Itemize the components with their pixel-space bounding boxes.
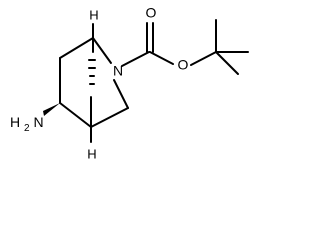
bond-bridgehead-top-n bbox=[92, 37, 112, 64]
hash-bond-lines bbox=[88, 59, 96, 85]
amine-subscript: 2 bbox=[24, 123, 30, 134]
h-top-label: H bbox=[89, 7, 98, 22]
bond-ch2-bridgehead-bottom bbox=[90, 107, 129, 128]
bond-carbonyl-ester-o bbox=[149, 51, 174, 65]
chemical-structure: H N O O H 2 N H bbox=[10, 5, 249, 162]
bond-ester-o-tbutyl bbox=[190, 51, 217, 66]
amine-n: N bbox=[33, 114, 43, 130]
hash-bond-bridge bbox=[88, 58, 96, 97]
atom-labels: H N O O H 2 N H bbox=[10, 5, 189, 162]
bond-tbutyl-down bbox=[215, 51, 239, 75]
bond-bridgehead-bottom-left bbox=[59, 102, 92, 128]
bonds bbox=[59, 19, 249, 143]
wedge-bond-amine bbox=[43, 103, 60, 116]
bond-bridgehead-top-left bbox=[59, 37, 94, 59]
bond-n-ch2 bbox=[113, 79, 129, 109]
amine-label: H 2 N bbox=[10, 114, 44, 134]
h-bottom-label: H bbox=[87, 146, 96, 161]
o-ester-label: O bbox=[178, 57, 189, 73]
amine-h: H bbox=[10, 114, 20, 130]
bond-n-carbonyl bbox=[121, 51, 150, 67]
o-carbonyl-label: O bbox=[146, 5, 157, 21]
n-ring-label: N bbox=[113, 63, 123, 79]
